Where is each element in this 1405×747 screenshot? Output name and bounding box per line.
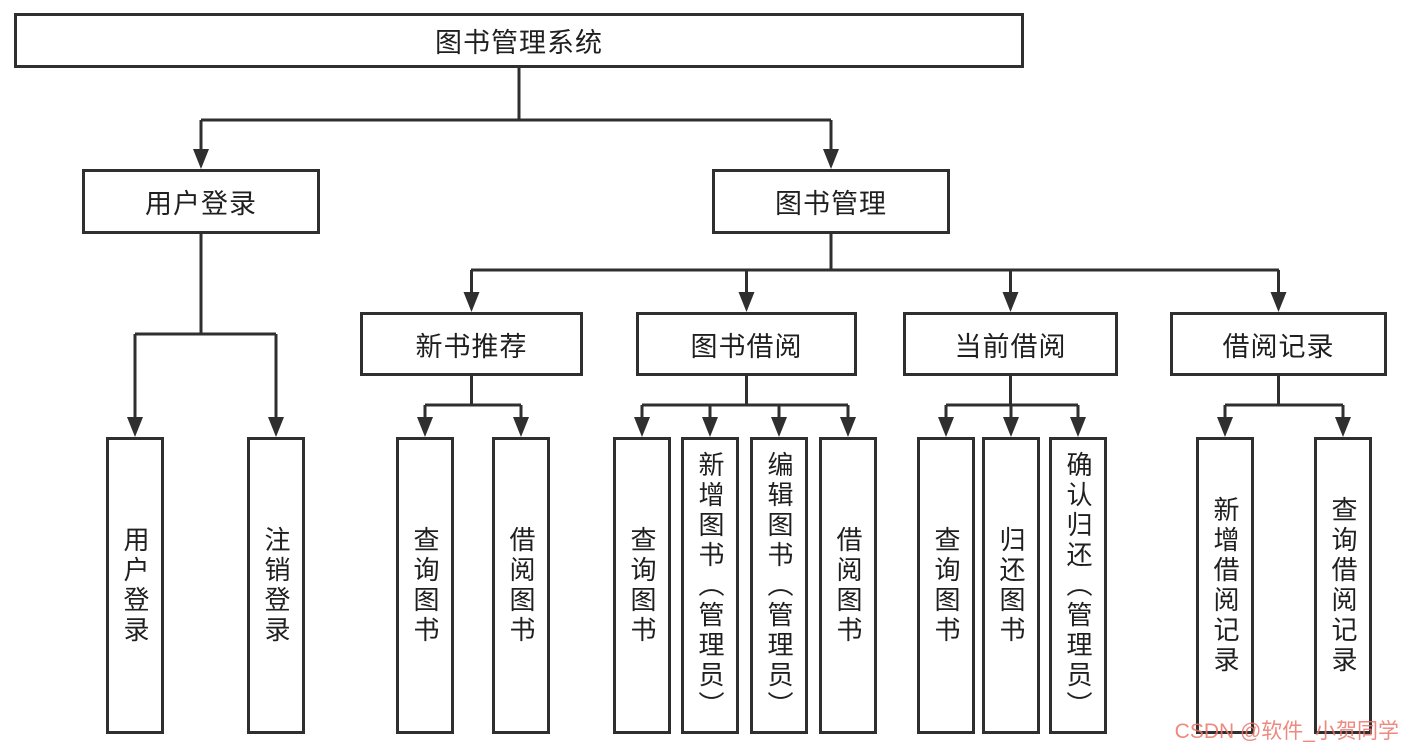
leaf-edit-book-admin-label: 编辑图书（管理员） [764,450,794,721]
leaf-logout-label: 注销登录 [261,525,291,646]
leaf-query-books-recommend-label: 查询图书 [410,525,440,646]
csdn-watermark: CSDN @软件_小贺同学 [1174,720,1399,743]
leaf-return-book-label: 归还图书 [996,525,1026,646]
node-root: 图书管理系统 [14,13,1024,68]
leaf-add-borrow-record-label: 新增借阅记录 [1210,495,1240,676]
leaf-borrow-books: 借阅图书 [819,437,877,734]
leaf-add-book-admin: 新增图书（管理员） [681,437,739,734]
node-new-book-recommend: 新书推荐 [360,312,583,376]
leaf-borrow-books-label: 借阅图书 [833,525,863,646]
leaf-edit-book-admin: 编辑图书（管理员） [750,437,808,734]
leaf-add-book-admin-label: 新增图书（管理员） [695,450,725,721]
leaf-add-borrow-record: 新增借阅记录 [1196,437,1254,734]
leaf-confirm-return-admin-label: 确认归还（管理员） [1063,450,1093,721]
leaf-borrow-books-recommend-label: 借阅图书 [506,525,536,646]
leaf-logout: 注销登录 [247,437,305,734]
leaf-query-books-borrow: 查询图书 [613,437,671,734]
leaf-borrow-books-recommend: 借阅图书 [492,437,550,734]
node-user-login: 用户登录 [82,169,320,234]
leaf-user-login-label: 用户登录 [120,525,150,646]
leaf-user-login: 用户登录 [106,437,164,734]
leaf-query-books-recommend: 查询图书 [396,437,454,734]
leaf-query-books-current-label: 查询图书 [931,525,961,646]
node-current-borrow: 当前借阅 [903,312,1118,376]
leaf-query-borrow-record-label: 查询借阅记录 [1328,495,1358,676]
leaf-query-books-borrow-label: 查询图书 [627,525,657,646]
leaf-query-books-current: 查询图书 [917,437,975,734]
leaf-confirm-return-admin: 确认归还（管理员） [1049,437,1107,734]
node-book-management: 图书管理 [712,169,950,234]
node-book-borrow: 图书借阅 [636,312,857,376]
leaf-return-book: 归还图书 [982,437,1040,734]
node-borrow-records: 借阅记录 [1170,312,1387,376]
leaf-query-borrow-record: 查询借阅记录 [1314,437,1372,734]
